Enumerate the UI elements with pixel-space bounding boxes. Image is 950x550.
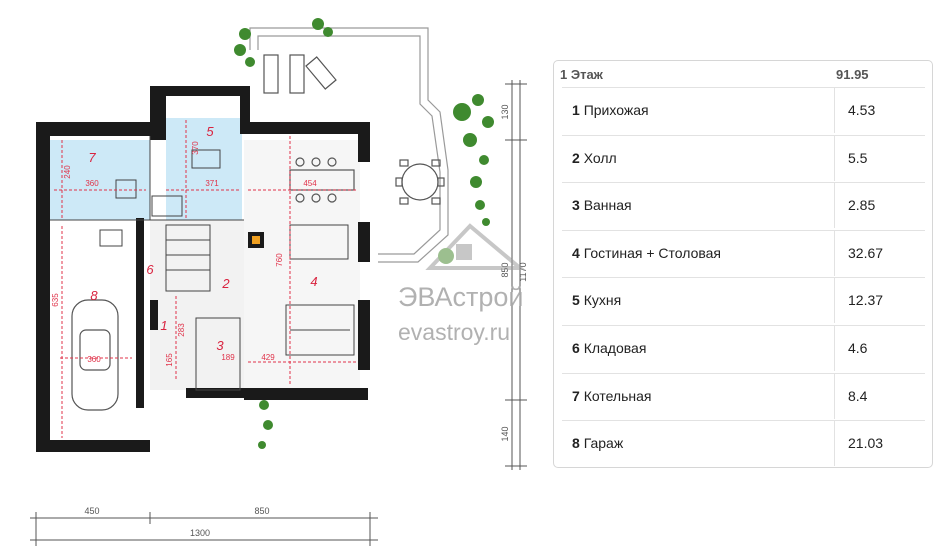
dim-label: 429 [261, 353, 275, 362]
table-row: 3 Ванная 2.85 [562, 182, 925, 229]
dim-label: 1300 [190, 528, 210, 538]
room-number: 5 [572, 292, 580, 309]
room-area: 8.4 [848, 387, 868, 404]
walls [36, 86, 370, 452]
dim-label: 635 [51, 293, 60, 307]
room-area: 21.03 [848, 435, 884, 452]
room-name-cell: 3 Ванная [572, 197, 632, 213]
room-name: Кухня [583, 292, 622, 309]
room-name-cell: 7 Котельная [572, 388, 651, 404]
dim-label: 360 [85, 179, 99, 188]
room-num-2: 2 [221, 276, 230, 291]
dim-label: 189 [221, 353, 235, 362]
room-name: Гостиная + Столовая [583, 244, 722, 261]
room-name: Гараж [583, 435, 624, 452]
room-name: Ванная [583, 197, 632, 214]
column-divider [834, 230, 835, 276]
room-area: 5.5 [848, 149, 868, 166]
dim-label: 850 [254, 506, 269, 516]
room-name: Холл [583, 149, 617, 166]
room-num-3: 3 [216, 338, 224, 353]
bottom-dimensions [30, 512, 378, 546]
floor-title: 1 Этаж [560, 67, 603, 82]
room-area: 32.67 [848, 244, 884, 261]
column-divider [834, 373, 835, 419]
room-number: 8 [572, 435, 580, 452]
dim-label: 140 [500, 426, 510, 441]
watermark-site: evastroy.ru [398, 319, 510, 345]
room-name-cell: 2 Холл [572, 150, 617, 166]
column-divider [834, 88, 835, 133]
area-table-header: 1 Этаж 91.95 [554, 61, 932, 87]
table-row: 8 Гараж 21.03 [562, 420, 925, 467]
column-divider [834, 278, 835, 324]
room-number: 7 [572, 387, 580, 404]
watermark-emblem [425, 223, 526, 270]
room-num-7: 7 [88, 150, 96, 165]
column-divider [834, 326, 835, 371]
terrace [249, 27, 449, 263]
area-table: 1 Этаж 91.95 1 Прихожая 4.53 2 Холл 5.5 3 Ва… [553, 60, 933, 468]
right-dimensions [505, 80, 527, 470]
column-divider [834, 183, 835, 229]
table-row: 7 Котельная 8.4 [562, 372, 925, 419]
floor-total: 91.95 [836, 67, 869, 82]
room-name: Кладовая [583, 340, 647, 356]
room-name: Прихожая [583, 102, 649, 118]
column-divider [834, 135, 835, 181]
dimension-lines [54, 120, 356, 438]
watermark-brand: ЭВАстрой [398, 282, 524, 312]
room-name-cell: 8 Гараж [572, 435, 623, 451]
room-name-cell: 5 Кухня [572, 292, 621, 308]
room-num-1: 1 [160, 318, 167, 333]
room-num-4: 4 [310, 274, 317, 289]
room-number: 2 [572, 149, 580, 166]
interior-lines [50, 136, 355, 391]
dim-label: 165 [165, 353, 174, 367]
dim-label: 130 [500, 104, 510, 119]
room-number: 1 [572, 102, 580, 118]
dim-label: 454 [303, 179, 317, 188]
dim-label: 360 [87, 355, 101, 364]
floor-plan: 1 2 3 4 5 6 7 8 360 240 370 371 454 760 … [30, 18, 528, 546]
fireplace-flame [252, 236, 260, 244]
room-num-5: 5 [206, 124, 214, 139]
table-row: 6 Кладовая 4.6 [562, 325, 925, 371]
dining-table [289, 157, 355, 203]
dim-label: 760 [275, 253, 284, 267]
car [71, 299, 119, 411]
table-row: 2 Холл 5.5 [562, 134, 925, 181]
dim-label: 370 [191, 141, 200, 155]
dim-label: 240 [63, 165, 72, 179]
dim-label: 450 [84, 506, 99, 516]
room-name-cell: 1 Прихожая [572, 102, 649, 118]
room-number: 3 [572, 197, 580, 214]
room-number: 4 [572, 244, 580, 261]
room-name-cell: 4 Гостиная + Столовая [572, 245, 721, 261]
room-area: 4.53 [848, 102, 876, 118]
terrace-furniture [263, 54, 445, 205]
dim-label: 1170 [518, 262, 528, 281]
living-floor [244, 140, 360, 388]
shrubs [234, 18, 494, 449]
room-area: 12.37 [848, 292, 884, 309]
dim-label: 283 [177, 323, 186, 337]
room-num-6: 6 [146, 262, 154, 277]
room-area: 2.85 [848, 197, 876, 214]
room-area: 4.6 [848, 340, 868, 356]
room-name-cell: 6 Кладовая [572, 340, 646, 356]
table-row: 4 Гостиная + Столовая 32.67 [562, 229, 925, 276]
room-num-8: 8 [90, 288, 98, 303]
room-name: Котельная [583, 387, 652, 404]
table-row: 1 Прихожая 4.53 [562, 87, 925, 133]
room-5-fill [166, 118, 242, 220]
column-divider [834, 421, 835, 467]
dim-label: 371 [205, 179, 219, 188]
table-row: 5 Кухня 12.37 [562, 277, 925, 324]
room-number: 6 [572, 340, 580, 356]
